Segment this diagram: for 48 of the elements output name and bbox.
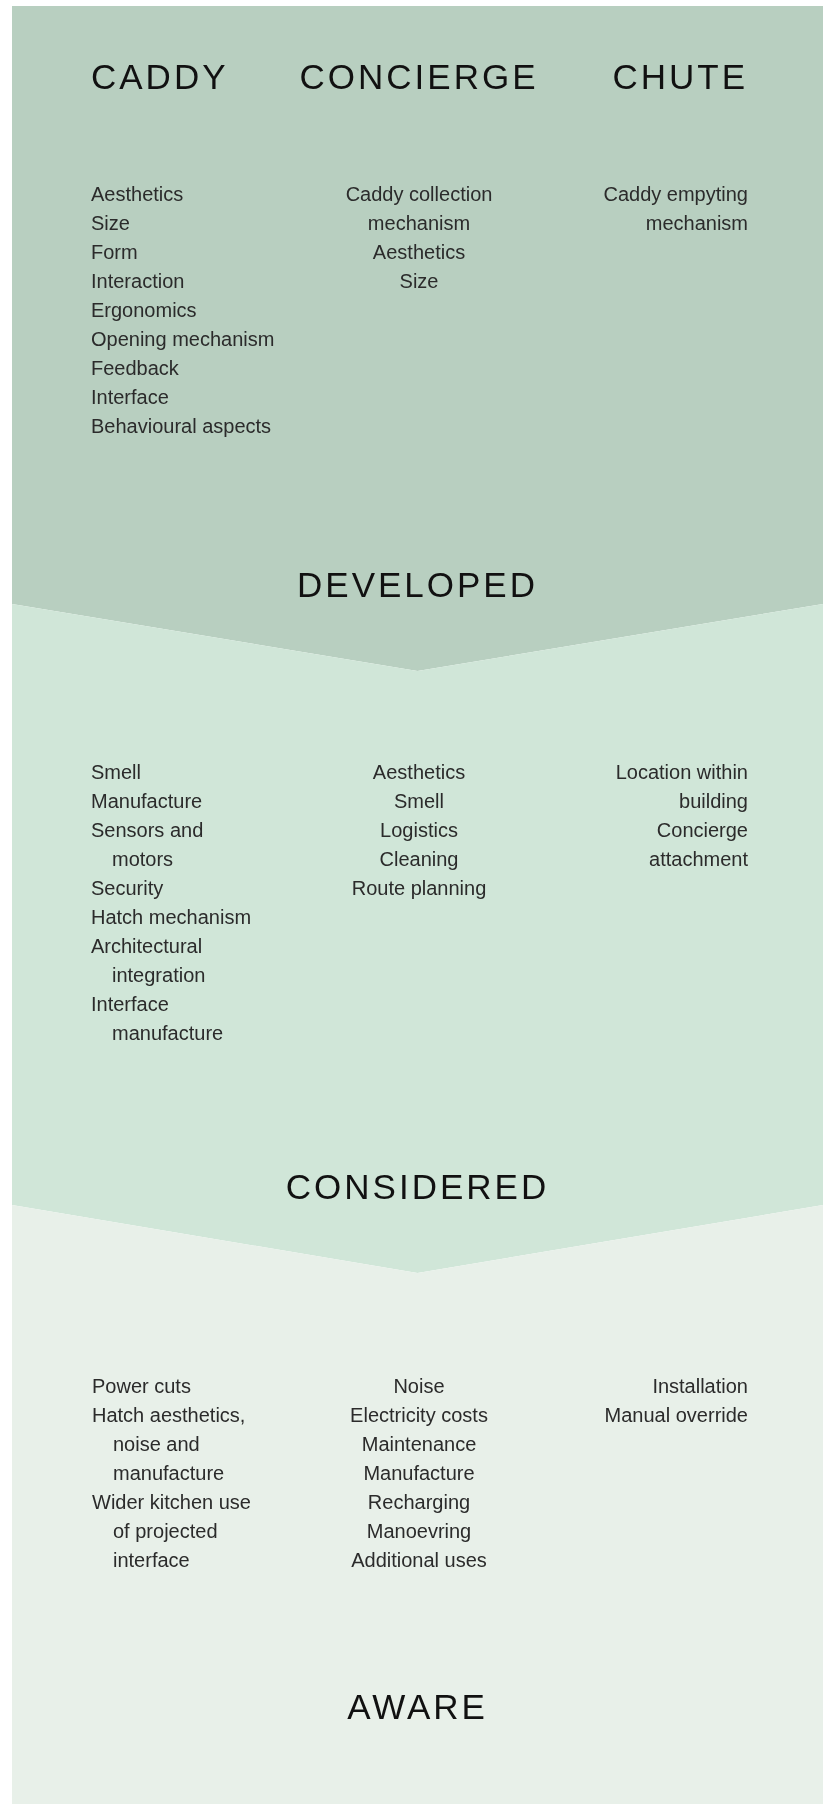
- band-heading: CONSIDERED: [285, 1169, 550, 1204]
- list-item: Size: [398, 269, 440, 294]
- list-item: Power cuts: [92, 1374, 192, 1399]
- column-heading: CADDY: [91, 59, 229, 94]
- list-item: Sensors and motors: [91, 818, 205, 872]
- list-item: Form: [91, 240, 139, 265]
- list-item: Size: [91, 211, 131, 236]
- list-item: Concierge attachment: [648, 818, 748, 872]
- list-item: Caddy empyting mechanism: [602, 182, 748, 236]
- chevron-band: [12, 6, 823, 671]
- list-item: Ergonomics: [91, 298, 198, 323]
- chevron-band: [12, 604, 823, 1273]
- list-item: Noise: [392, 1374, 446, 1399]
- list-item: Electricity costs: [349, 1403, 489, 1428]
- band-heading: DEVELOPED: [297, 567, 538, 602]
- list-item: Additional uses: [350, 1548, 488, 1573]
- list-item: Feedback: [91, 356, 180, 381]
- column-heading: CONCIERGE: [299, 59, 539, 94]
- list-item: Hatch mechanism: [91, 905, 253, 930]
- band-heading: AWARE: [347, 1689, 488, 1724]
- list-item: Manual override: [603, 1403, 748, 1428]
- list-item: Aesthetics: [371, 760, 467, 785]
- list-item: Logistics: [379, 818, 459, 843]
- list-item: Hatch aesthetics, noise and manufacture: [92, 1403, 247, 1486]
- list-item: Manufacture: [362, 1461, 476, 1486]
- list-item: Interface manufacture: [91, 992, 225, 1046]
- list-item: Route planning: [350, 876, 488, 901]
- list-item: Interface: [91, 385, 170, 410]
- list-item: Wider kitchen use of projected interface: [92, 1490, 252, 1573]
- list-item: Security: [91, 876, 165, 901]
- list-item: Manufacture: [91, 789, 204, 814]
- column-heading: CHUTE: [612, 59, 748, 94]
- list-item: Interaction: [91, 269, 186, 294]
- list-item: Behavioural aspects: [91, 414, 273, 439]
- list-item: Aesthetics: [371, 240, 467, 265]
- list-item: Maintenance: [360, 1432, 478, 1457]
- list-item: Installation: [651, 1374, 748, 1399]
- list-item: Recharging: [366, 1490, 472, 1515]
- list-item: Opening mechanism: [91, 327, 276, 352]
- list-item: Aesthetics: [91, 182, 185, 207]
- list-item: Manoevring: [365, 1519, 473, 1544]
- list-item: Cleaning: [378, 847, 460, 872]
- list-item: Smell: [91, 760, 142, 785]
- list-item: Location within building: [614, 760, 748, 814]
- list-item: Smell: [393, 789, 445, 814]
- list-item: Caddy collection mechanism: [344, 182, 494, 236]
- chevron-band: [12, 1205, 823, 1804]
- list-item: Architectural integration: [91, 934, 207, 988]
